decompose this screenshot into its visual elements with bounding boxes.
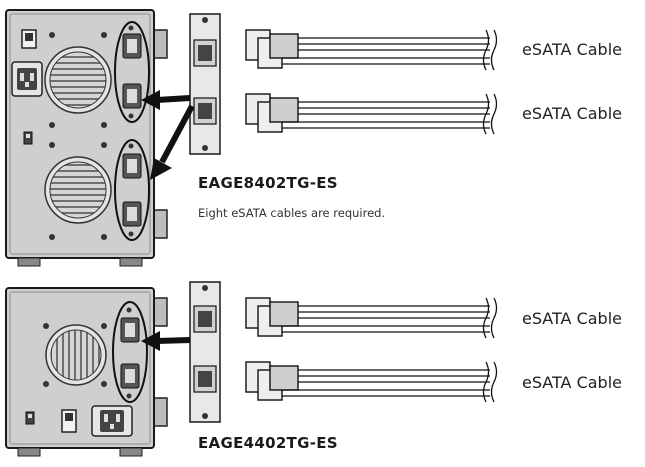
fan-grille-icon <box>45 324 107 386</box>
cable-label-top-1: eSATA Cable <box>522 40 622 59</box>
cable-set-bottom <box>245 297 498 403</box>
fan-grille-icon <box>44 156 112 224</box>
connection-arrow-bottom <box>141 331 191 351</box>
top-host-card-bracket <box>189 13 221 155</box>
esata-port-cluster-bottom <box>112 301 148 403</box>
cable-break-icon <box>482 361 498 403</box>
model-label-top: EAGE8402TG-ES <box>198 174 338 192</box>
esata-cable-4 <box>245 361 498 403</box>
top-enclosure <box>5 9 168 267</box>
connection-arrows-top <box>141 90 195 180</box>
cable-break-icon <box>482 29 498 71</box>
cable-set-top <box>245 29 498 135</box>
esata-port-cluster-lower <box>114 139 150 241</box>
power-switch-icon <box>21 29 37 49</box>
cable-label-bottom-2: eSATA Cable <box>522 373 622 392</box>
power-socket-icon <box>91 405 133 437</box>
esata-connector-icon <box>193 39 217 125</box>
bottom-enclosure <box>5 287 168 457</box>
esata-cable-3 <box>245 297 498 339</box>
bottom-host-card-bracket <box>189 281 221 423</box>
esata-cable-2 <box>245 93 498 135</box>
esata-cable-1 <box>245 29 498 71</box>
cable-label-bottom-1: eSATA Cable <box>522 309 622 328</box>
cable-break-icon <box>482 297 498 339</box>
esata-connector-icon <box>193 305 217 393</box>
cable-label-top-2: eSATA Cable <box>522 104 622 123</box>
power-switch-icon <box>61 409 77 433</box>
power-socket-icon <box>11 61 43 97</box>
esata-port-cluster-upper <box>114 21 150 123</box>
cable-break-icon <box>482 93 498 135</box>
model-label-bottom: EAGE4402TG-ES <box>198 434 338 452</box>
fan-grille-icon <box>44 46 112 114</box>
cable-requirement-note: Eight eSATA cables are required. <box>198 206 386 220</box>
